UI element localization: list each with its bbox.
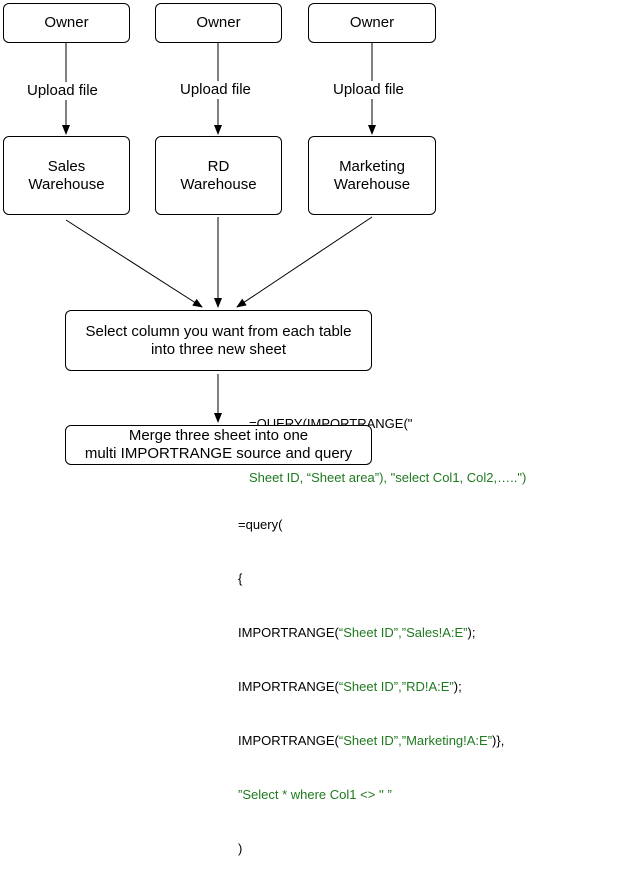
warehouse-box-sales: Sales Warehouse <box>3 136 130 215</box>
select-columns-line2: into three new sheet <box>150 340 287 358</box>
formula2-line3: IMPORTRANGE(“Sheet ID”,”Sales!A:E”); <box>238 625 476 640</box>
upload-label-rd: Upload file <box>180 81 251 99</box>
owner-label: Owner <box>349 14 395 31</box>
owner-box-sales: Owner <box>3 3 130 43</box>
warehouse-name: Sales <box>47 157 86 175</box>
upload-label-marketing: Upload file <box>333 81 404 99</box>
warehouse-suffix: Warehouse <box>333 175 411 193</box>
select-columns-line1: Select column you want from each table <box>85 322 352 340</box>
connector-layer <box>62 43 376 423</box>
warehouse-suffix: Warehouse <box>28 175 105 193</box>
owner-box-rd: Owner <box>155 3 282 43</box>
formula2-line7: ) <box>238 841 243 856</box>
owner-box-marketing: Owner <box>308 3 436 43</box>
warehouse-name: RD <box>207 157 230 175</box>
formula2-line5: IMPORTRANGE(“Sheet ID”,”Marketing!A:E”)}… <box>238 733 505 748</box>
formula-query-importrange: =QUERY(IMPORTRANGE(" Sheet ID, “Sheet ar… <box>249 379 526 505</box>
merge-line2: multi IMPORTRANGE source and query <box>84 445 353 462</box>
select-columns-box: Select column you want from each table i… <box>65 310 372 371</box>
formula2-line6: ”Select * where Col1 <> '' ” <box>238 787 392 802</box>
formula-multi-importrange: =query( { IMPORTRANGE(“Sheet ID”,”Sales!… <box>238 480 504 876</box>
upload-label-sales: Upload file <box>27 82 98 100</box>
formula2-line2: { <box>238 571 243 586</box>
formula2-line1: =query( <box>238 517 283 532</box>
arrow-marketing-select <box>236 216 373 308</box>
merge-sheets-box: Merge three sheet into one multi IMPORTR… <box>65 425 372 465</box>
warehouse-suffix: Warehouse <box>180 175 257 193</box>
owner-label: Owner <box>196 14 241 31</box>
warehouse-name: Marketing <box>339 157 405 175</box>
owner-label: Owner <box>44 14 89 31</box>
warehouse-box-rd: RD Warehouse <box>155 136 282 215</box>
formula1-line2: Sheet ID, “Sheet area”), "select Col1, C… <box>249 470 527 485</box>
formula2-line4: IMPORTRANGE(“Sheet ID”,”RD!A:E”); <box>238 679 462 694</box>
merge-line1: Merge three sheet into one <box>128 427 309 444</box>
arrow-sales-select <box>65 219 203 308</box>
warehouse-box-marketing: Marketing Warehouse <box>308 136 436 215</box>
